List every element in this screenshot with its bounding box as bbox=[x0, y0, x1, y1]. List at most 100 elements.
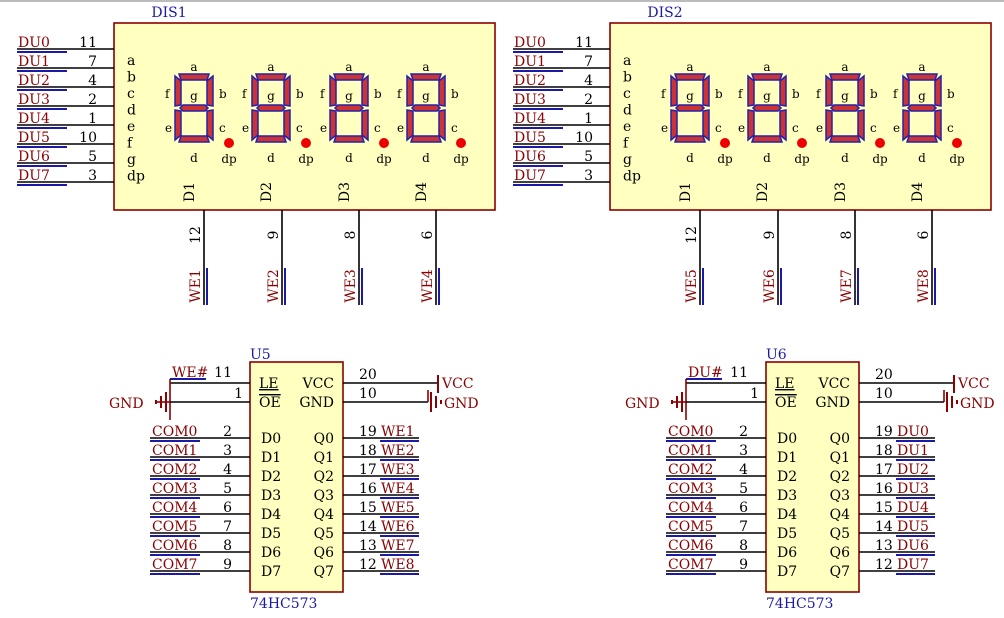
q-pin-label: Q5 bbox=[830, 526, 850, 542]
chip-part-number: 74HC573 bbox=[250, 596, 317, 612]
common-pin-number: 12 bbox=[188, 226, 204, 244]
net-label: DU4 bbox=[18, 111, 50, 127]
segment-g bbox=[410, 104, 442, 112]
pin-number: 2 bbox=[88, 92, 97, 108]
digit-label-dp: dp bbox=[717, 152, 733, 166]
pin-number: 3 bbox=[88, 168, 97, 184]
digit-label-dp: dp bbox=[221, 152, 237, 166]
left-gnd-label: GND bbox=[625, 396, 660, 412]
d-pin-number: 9 bbox=[223, 557, 232, 573]
pin-number: 10 bbox=[79, 130, 97, 146]
d-net-label: COM1 bbox=[152, 443, 197, 459]
q-net-label: DU6 bbox=[897, 538, 929, 554]
digit-4 bbox=[902, 73, 942, 143]
d-pin-label: D3 bbox=[777, 488, 797, 504]
q-net-label: DU0 bbox=[897, 424, 929, 440]
segment-c bbox=[361, 109, 369, 142]
segment-d bbox=[332, 135, 366, 143]
digit-3 bbox=[329, 73, 369, 143]
common-pin-number: 8 bbox=[343, 231, 359, 240]
le-pin-label: LE bbox=[775, 376, 795, 392]
segment-pin-label: d bbox=[623, 103, 632, 119]
decimal-point bbox=[875, 138, 885, 148]
d-pin-number: 5 bbox=[223, 481, 232, 497]
net-label: DU3 bbox=[18, 92, 50, 108]
q-pin-label: Q4 bbox=[314, 507, 334, 523]
gnd-pin-label: GND bbox=[299, 395, 334, 411]
q-net-label: DU2 bbox=[897, 462, 929, 478]
segment-pin-label: g bbox=[623, 152, 632, 168]
segment-e bbox=[825, 109, 833, 142]
digit-name: D4 bbox=[414, 182, 430, 202]
digit-2 bbox=[747, 73, 787, 143]
common-net-label: WE3 bbox=[343, 269, 359, 303]
pin-number: 5 bbox=[584, 149, 593, 165]
oe-pin-label: OE bbox=[775, 395, 797, 411]
d-pin-label: D1 bbox=[777, 450, 797, 466]
segment-b bbox=[361, 74, 369, 107]
pin-number: 4 bbox=[88, 73, 97, 89]
q-net-label: WE4 bbox=[381, 481, 415, 497]
q-pin-number: 17 bbox=[875, 462, 893, 478]
segment-d bbox=[828, 135, 862, 143]
segment-pin-label: dp bbox=[127, 169, 145, 185]
segment-pin-label: a bbox=[623, 53, 631, 69]
segment-f bbox=[174, 74, 182, 107]
segment-b bbox=[857, 74, 865, 107]
digit-label-b: b bbox=[219, 87, 227, 101]
segment-c bbox=[206, 109, 214, 142]
digit-label-g: g bbox=[763, 89, 771, 103]
d-pin-label: D7 bbox=[261, 564, 281, 580]
q-pin-label: Q1 bbox=[830, 450, 850, 466]
digit-name: D2 bbox=[259, 182, 275, 202]
net-label: DU6 bbox=[514, 149, 546, 165]
digit-label-e: e bbox=[320, 121, 327, 135]
chip-body bbox=[765, 361, 860, 593]
display-title: DIS1 bbox=[151, 5, 186, 21]
d-pin-number: 8 bbox=[739, 538, 748, 554]
pin-number: 11 bbox=[575, 35, 593, 51]
chip-part-number: 74HC573 bbox=[766, 596, 833, 612]
q-net-label: WE6 bbox=[381, 519, 415, 535]
oe-pin-number: 1 bbox=[750, 386, 759, 402]
d-net-label: COM4 bbox=[152, 500, 198, 516]
digit-label-g: g bbox=[190, 89, 198, 103]
digit-label-f: f bbox=[738, 87, 744, 101]
common-net-label: WE8 bbox=[916, 269, 932, 303]
segment-a bbox=[905, 73, 939, 81]
d-pin-label: D4 bbox=[777, 507, 797, 523]
net-label: DU0 bbox=[514, 35, 546, 51]
segment-d bbox=[254, 135, 288, 143]
d-net-label: COM0 bbox=[152, 424, 197, 440]
le-pin-label: LE bbox=[259, 376, 279, 392]
q-pin-number: 18 bbox=[359, 443, 377, 459]
decimal-point bbox=[720, 138, 730, 148]
pin-number: 5 bbox=[88, 149, 97, 165]
q-net-label: WE8 bbox=[381, 557, 415, 573]
digit-label-c: c bbox=[296, 121, 303, 135]
digit-label-dp: dp bbox=[376, 152, 392, 166]
digit-label-c: c bbox=[451, 121, 458, 135]
q-pin-number: 19 bbox=[359, 424, 377, 440]
segment-f bbox=[670, 74, 678, 107]
d-pin-label: D6 bbox=[261, 545, 281, 561]
segment-g bbox=[751, 104, 783, 112]
digit-label-e: e bbox=[397, 121, 404, 135]
digit-label-d: d bbox=[267, 151, 275, 165]
segment-b bbox=[438, 74, 446, 107]
q-pin-number: 16 bbox=[875, 481, 893, 497]
segment-pin-label: f bbox=[623, 136, 630, 152]
d-pin-number: 3 bbox=[223, 443, 232, 459]
common-net-label: WE2 bbox=[266, 269, 282, 303]
q-pin-label: Q3 bbox=[314, 488, 334, 504]
segment-a bbox=[828, 73, 862, 81]
d-pin-label: D4 bbox=[261, 507, 281, 523]
segment-g bbox=[178, 104, 210, 112]
digit-label-a: a bbox=[422, 60, 429, 74]
q-pin-number: 13 bbox=[359, 538, 377, 554]
net-label: DU5 bbox=[18, 130, 50, 146]
q-pin-number: 12 bbox=[875, 557, 893, 573]
segment-a bbox=[177, 73, 211, 81]
